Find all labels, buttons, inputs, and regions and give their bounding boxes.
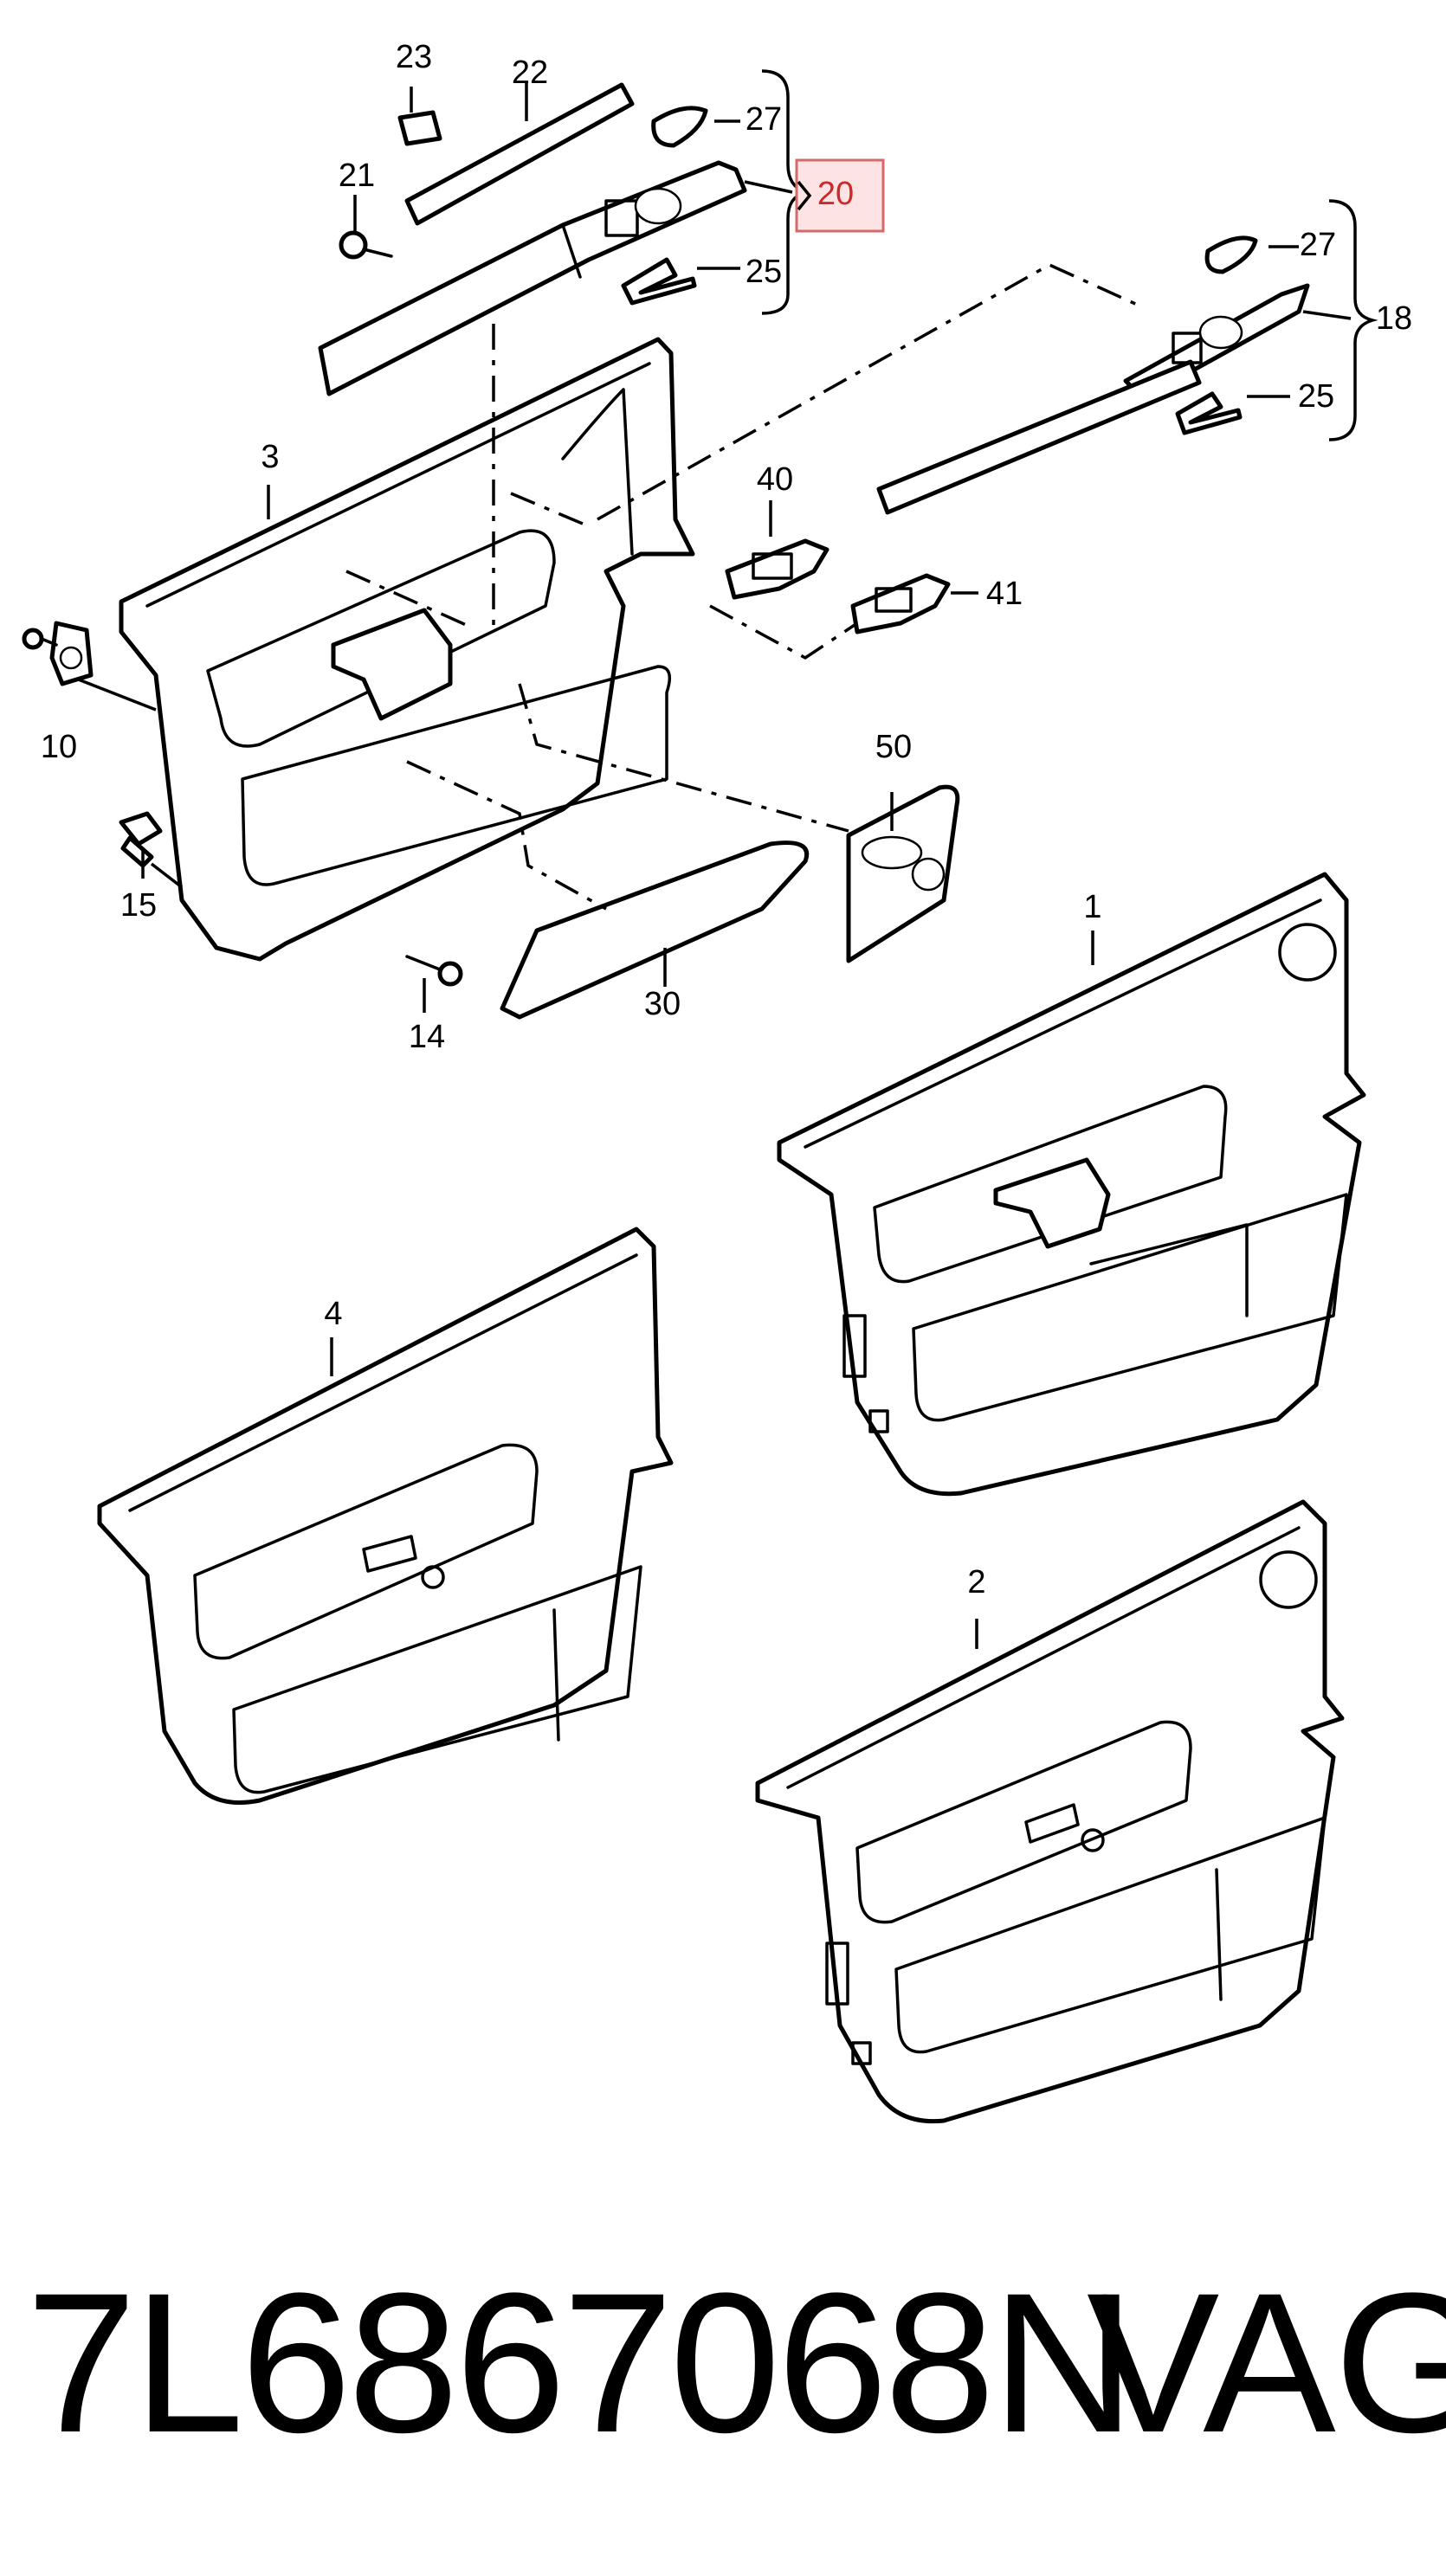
callouts: 23 22 27 20 21 25 27 18 25 3 40 41 10 50…: [41, 39, 1412, 1600]
screw-14: [405, 955, 463, 987]
door-panel-4: [97, 1227, 674, 1805]
callout-3: 3: [261, 439, 279, 475]
leader-lines: [75, 69, 1378, 1649]
callout-40: 40: [757, 461, 793, 498]
trim-strip-right: [876, 359, 1202, 515]
callout-21: 21: [339, 158, 375, 194]
switch-41: [850, 573, 951, 634]
callout-1: 1: [1083, 889, 1101, 925]
door-panel-2: [755, 1499, 1345, 2124]
callout-23: 23: [396, 39, 432, 75]
callout-30: 30: [644, 986, 681, 1022]
screw-21: [339, 230, 393, 260]
clip-23: [397, 110, 442, 146]
callout-41: 41: [986, 576, 1023, 612]
trim-strip-22: [404, 82, 635, 226]
door-panel-3: [119, 337, 695, 962]
callout-10: 10: [41, 729, 77, 765]
bracket-25-right: [1175, 391, 1243, 435]
highlight-pointer: [797, 180, 812, 211]
clip-10: [22, 621, 94, 686]
callout-4: 4: [324, 1296, 342, 1332]
callout-27-top: 27: [746, 101, 782, 138]
callout-15: 15: [120, 887, 157, 924]
part-number: 7L6867068N: [26, 2251, 1135, 2474]
callout-18: 18: [1376, 300, 1412, 337]
door-panel-1: [777, 872, 1366, 1497]
callout-14: 14: [409, 1019, 445, 1055]
armrest-trim-30: [500, 840, 809, 1020]
callout-50: 50: [875, 729, 912, 765]
bracket-25-top: [621, 257, 697, 306]
clip-15: [119, 811, 163, 868]
callout-22: 22: [512, 55, 548, 91]
door-handle-holder-20: [318, 160, 747, 396]
parts-diagram: 23 22 27 20 21 25 27 18 25 3 40 41 10 50…: [22, 39, 1412, 2124]
callout-2: 2: [967, 1564, 985, 1600]
callout-25-top: 25: [746, 254, 782, 290]
brand-label: VAG: [1087, 2251, 1446, 2474]
switch-40: [725, 538, 830, 600]
grille-27-right: [1204, 235, 1258, 274]
grille-27-top: [651, 106, 708, 148]
callout-20: 20: [817, 176, 854, 212]
assembly-lines: [345, 263, 1144, 911]
callout-25-right: 25: [1298, 378, 1334, 415]
speaker-grille-50: [846, 784, 960, 963]
callout-27-right: 27: [1300, 227, 1336, 263]
